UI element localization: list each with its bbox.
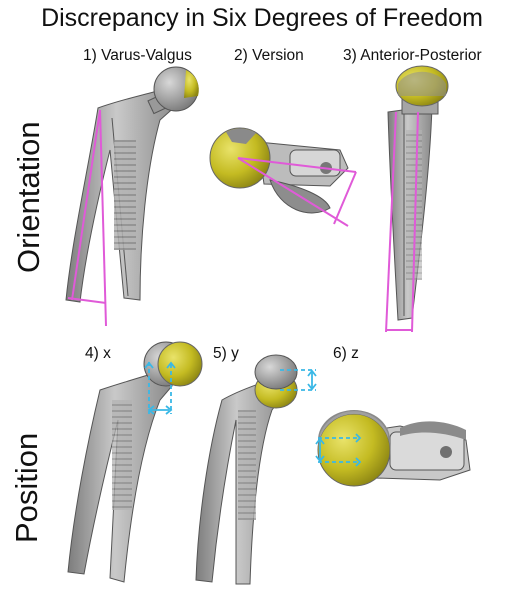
x-implant <box>68 342 202 582</box>
anterior-posterior-implant <box>388 66 448 320</box>
version-implant <box>210 128 348 213</box>
varus-valgus-implant <box>66 67 199 302</box>
z-implant <box>318 410 470 486</box>
